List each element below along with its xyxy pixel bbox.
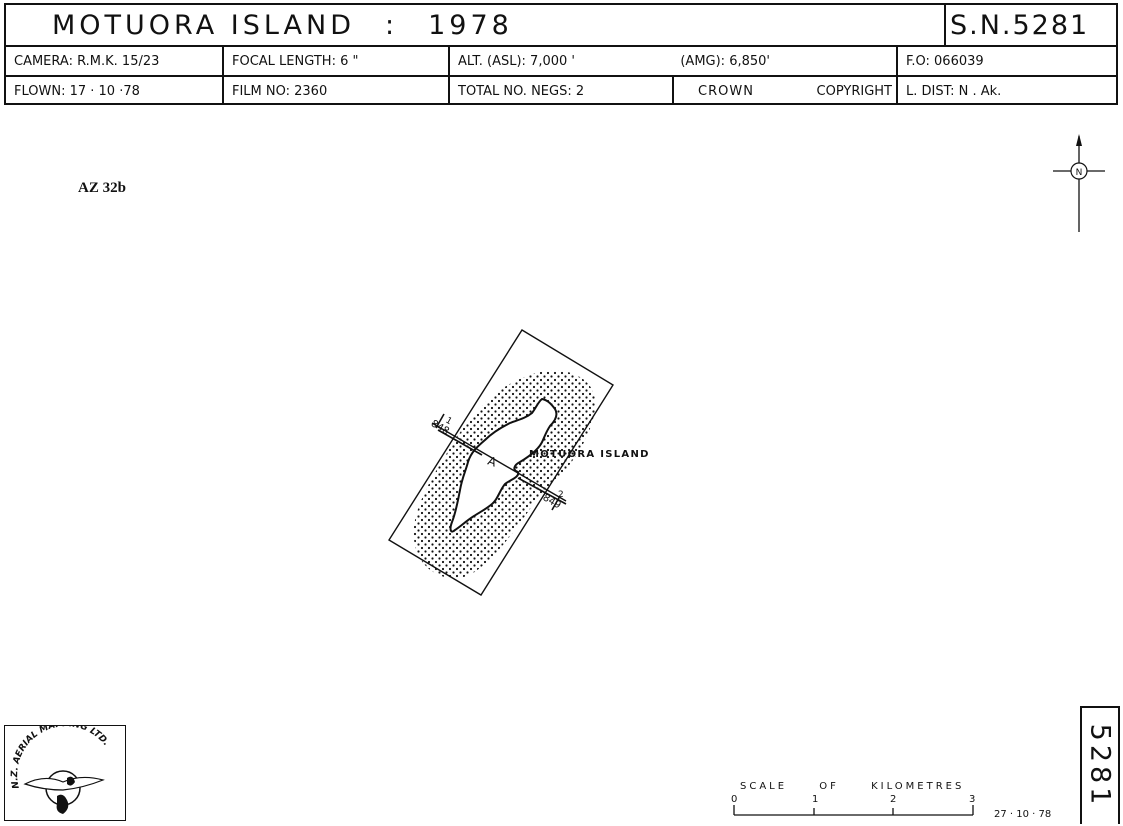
flown-cell: FLOWN: 17 · 10 ·78 [6,77,224,105]
scale-bar [733,805,974,816]
crown-copyright-cell: CROWN COPYRIGHT [674,77,898,105]
sheet-number: 5281 [1084,723,1116,809]
copyright-text: COPYRIGHT [816,83,892,99]
total-negs-cell: TOTAL NO. NEGS: 2 [450,77,674,105]
survey-number: S.N.5281 [950,9,1090,41]
scale-word-2: OF [819,781,839,792]
logo-icon: N.Z. AERIAL MAPPING LTD. [10,719,111,814]
scale-tick-1: 1 [812,794,819,805]
crown-text: CROWN [698,83,754,99]
camera-value: CAMERA: R.M.K. 15/23 [14,53,160,69]
scale-tick-0: 0 [731,794,738,805]
film-no-cell: FILM NO: 2360 [224,77,450,105]
sheet-number-box: 5281 [1080,706,1120,824]
header-table: MOTUORA ISLAND : 1978 S.N.5281 CAMERA: R… [4,3,1118,105]
camera-cell: CAMERA: R.M.K. 15/23 [6,47,224,75]
nz-aerial-mapping-logo: N.Z. AERIAL MAPPING LTD. [4,719,126,821]
altitude-cell: ALT. (ASL): 7,000 ' (AMG): 6,850' [450,47,898,75]
fo-value: F.O: 066039 [906,53,984,69]
sn-cell: S.N.5281 [946,5,1116,45]
photo-frame [388,329,614,596]
run-number-label: 1 [444,416,454,428]
header-row-flight: FLOWN: 17 · 10 ·78 FILM NO: 2360 TOTAL N… [6,77,1116,105]
north-arrow-icon: N [1053,134,1105,232]
map-code: AZ 32b [78,180,126,196]
title-place: MOTUORA ISLAND [52,9,355,41]
title-separator: : [385,9,399,41]
island-label: MOTUORA ISLAND [529,449,650,460]
scale-word-1: SCALE [740,781,788,792]
focal-length-cell: FOCAL LENGTH: 6 " [224,47,450,75]
flight-run [431,413,567,511]
scale-title: SCALE OF KILOMETRES [740,781,964,792]
date-stamp: 27 · 10 · 78 [994,809,1052,820]
fo-cell: F.O: 066039 [898,47,1116,75]
l-dist-cell: L. DIST: N . Ak. [898,77,1116,105]
altitude-amg-value: (AMG): 6,850' [680,53,770,69]
total-negs-value: TOTAL NO. NEGS: 2 [458,83,585,99]
title-cell: MOTUORA ISLAND : 1978 [6,5,946,45]
scale-tick-3: 3 [969,794,976,805]
header-row-camera: CAMERA: R.M.K. 15/23 FOCAL LENGTH: 6 " A… [6,47,1116,77]
flown-value: FLOWN: 17 · 10 ·78 [14,83,140,99]
scale-tick-2: 2 [890,794,897,805]
film-no-value: FILM NO: 2360 [232,83,328,99]
title-year: 1978 [428,9,513,41]
altitude-asl-value: ALT. (ASL): 7,000 ' [458,53,575,69]
north-label: N [1076,168,1083,178]
header-row-title: MOTUORA ISLAND : 1978 S.N.5281 [6,5,1116,47]
scale-word-3: KILOMETRES [871,781,965,792]
run-number-end-label: 2 [558,490,564,500]
l-dist-value: L. DIST: N . Ak. [906,83,1002,99]
focal-length-value: FOCAL LENGTH: 6 " [232,53,359,69]
